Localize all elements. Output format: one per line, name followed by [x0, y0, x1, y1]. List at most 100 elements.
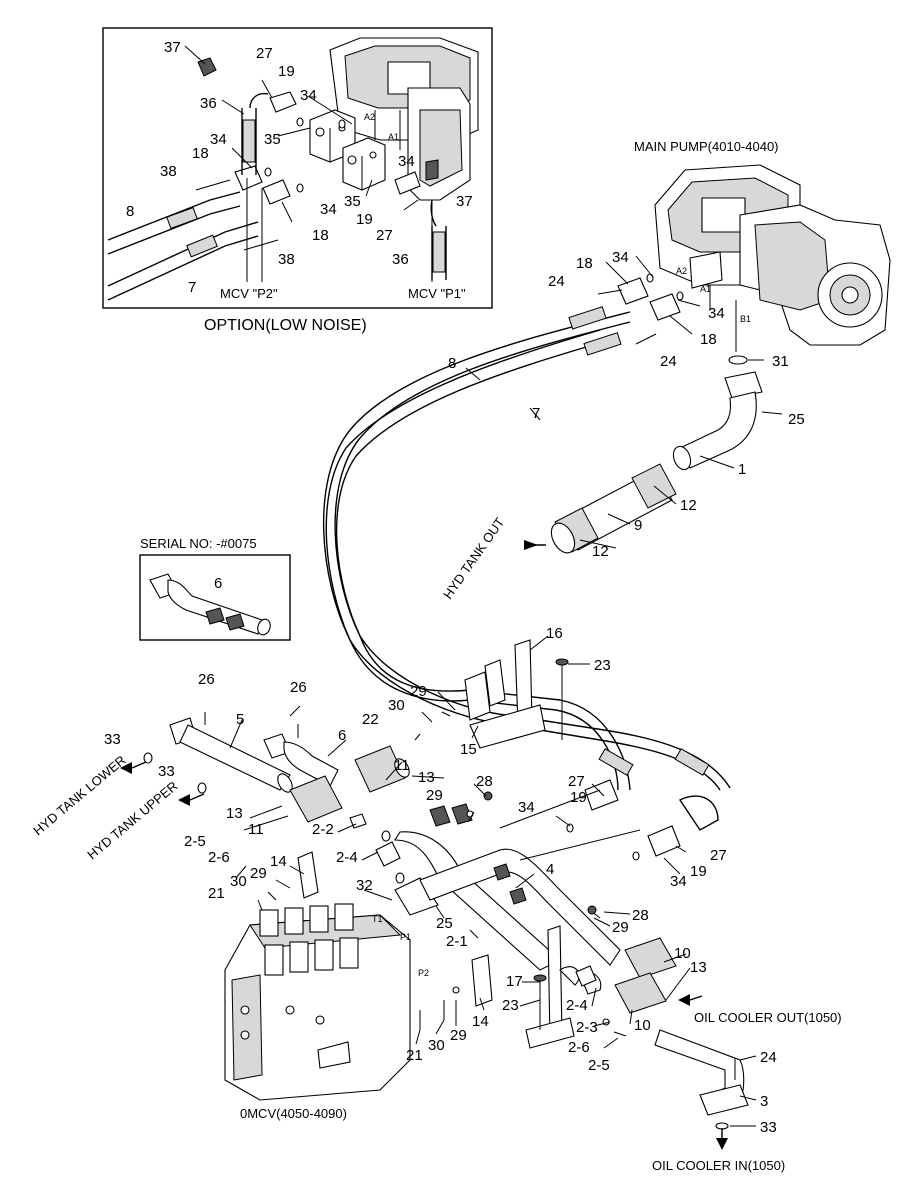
callout: 29 — [450, 1027, 467, 1044]
callout: 21 — [208, 885, 225, 902]
inset-port-a2-label: A2 — [364, 112, 375, 122]
callout: 6 — [214, 575, 222, 592]
callout: 3 — [760, 1093, 768, 1110]
callout: 38 — [160, 163, 177, 180]
port-p1-label: P1 — [400, 932, 411, 942]
callout: 22 — [362, 711, 379, 728]
mcv-label: 0MCV(4050-4090) — [240, 1106, 347, 1121]
callout: 2-1 — [446, 933, 468, 950]
callout: 33 — [158, 763, 175, 780]
callout: 16 — [546, 625, 563, 642]
return-pipes — [143, 712, 410, 823]
callout: 13 — [226, 805, 243, 822]
option-pump-sketch — [329, 37, 479, 201]
callout-numbers: 37 27 19 36 34 35 34 18 38 8 35 34 37 19… — [104, 39, 805, 1136]
callout: 13 — [690, 959, 707, 976]
callout: 28 — [476, 773, 493, 790]
main-pump — [654, 164, 891, 352]
serial-inset — [139, 554, 291, 641]
callout: 2-5 — [588, 1057, 610, 1074]
callout: 34 — [708, 305, 725, 322]
callout: 7 — [532, 405, 540, 422]
option-manifold-lower — [342, 137, 386, 191]
callout: 10 — [634, 1017, 651, 1034]
mcv-p1-label: MCV "P1" — [408, 286, 466, 301]
mcv-block — [224, 903, 411, 1101]
callout: 18 — [576, 255, 593, 272]
callout: 34 — [398, 153, 415, 170]
callout: 30 — [230, 873, 247, 890]
bracket-16 — [464, 639, 569, 749]
callout: 2-4 — [336, 849, 358, 866]
callout: 24 — [760, 1049, 777, 1066]
callout: 37 — [456, 193, 473, 210]
callout: 25 — [436, 915, 453, 932]
callout: 18 — [700, 331, 717, 348]
callout: 36 — [392, 251, 409, 268]
callout: 30 — [428, 1037, 445, 1054]
callout: 27 — [376, 227, 393, 244]
leader-lines — [229, 255, 783, 1127]
callout: 33 — [760, 1119, 777, 1136]
callout: 17 — [506, 973, 523, 990]
hyd-tank-upper-label: HYD TANK UPPER — [84, 778, 180, 862]
callout: 2-5 — [184, 833, 206, 850]
callout: 11 — [248, 821, 264, 838]
callout: 29 — [250, 865, 267, 882]
callout: 18 — [312, 227, 329, 244]
callout: 34 — [320, 201, 337, 218]
fasteners — [235, 705, 627, 1037]
flow-arrows — [120, 540, 728, 1150]
callout: 29 — [426, 787, 443, 804]
callout: 10 — [674, 945, 691, 962]
callout: 27 — [256, 45, 273, 62]
oil-cooler-out-label: OIL COOLER OUT(1050) — [694, 1010, 842, 1025]
option-inset — [102, 27, 493, 309]
callout: 34 — [210, 131, 227, 148]
callout: 2-3 — [576, 1019, 598, 1036]
callout: 19 — [690, 863, 707, 880]
callout: 35 — [344, 193, 361, 210]
callout: 12 — [680, 497, 697, 514]
port-p2-label: P2 — [418, 968, 429, 978]
callout: 26 — [198, 671, 215, 688]
inset-port-a1-label: A1 — [388, 132, 399, 142]
callout: 21 — [406, 1047, 423, 1064]
callout: 24 — [660, 353, 677, 370]
callout: 2-2 — [312, 821, 334, 838]
callout: 19 — [278, 63, 295, 80]
main-pump-label: MAIN PUMP(4010-4040) — [634, 139, 779, 154]
callout: 2-6 — [568, 1039, 590, 1056]
callout: 23 — [594, 657, 611, 674]
callout: 7 — [188, 279, 196, 296]
callout: 35 — [264, 131, 281, 148]
callout: 6 — [338, 727, 346, 744]
suction-pipe — [550, 355, 763, 554]
callout: 32 — [356, 877, 373, 894]
callout: 34 — [612, 249, 629, 266]
callout: 38 — [278, 251, 295, 268]
callout: 33 — [104, 731, 121, 748]
callout: 27 — [568, 773, 585, 790]
callout: 24 — [548, 273, 565, 290]
pressure-hoses — [322, 306, 731, 791]
callout: 34 — [670, 873, 687, 890]
callout: 28 — [632, 907, 649, 924]
callout: 8 — [448, 355, 456, 372]
callout: 29 — [612, 919, 629, 936]
callout: 1 — [738, 461, 746, 478]
callout: 37 — [164, 39, 181, 56]
mcv-pipes — [394, 779, 749, 1130]
callout: 36 — [200, 95, 217, 112]
callout: 15 — [460, 741, 477, 758]
callout: 11 — [394, 757, 410, 774]
callout: 14 — [270, 853, 287, 870]
callout: 19 — [356, 211, 373, 228]
callout: 4 — [546, 861, 554, 878]
callout: 34 — [300, 87, 317, 104]
callout: 2-6 — [208, 849, 230, 866]
callout: 14 — [472, 1013, 489, 1030]
port-a1-label: A1 — [700, 284, 711, 294]
callout: 5 — [236, 711, 244, 728]
